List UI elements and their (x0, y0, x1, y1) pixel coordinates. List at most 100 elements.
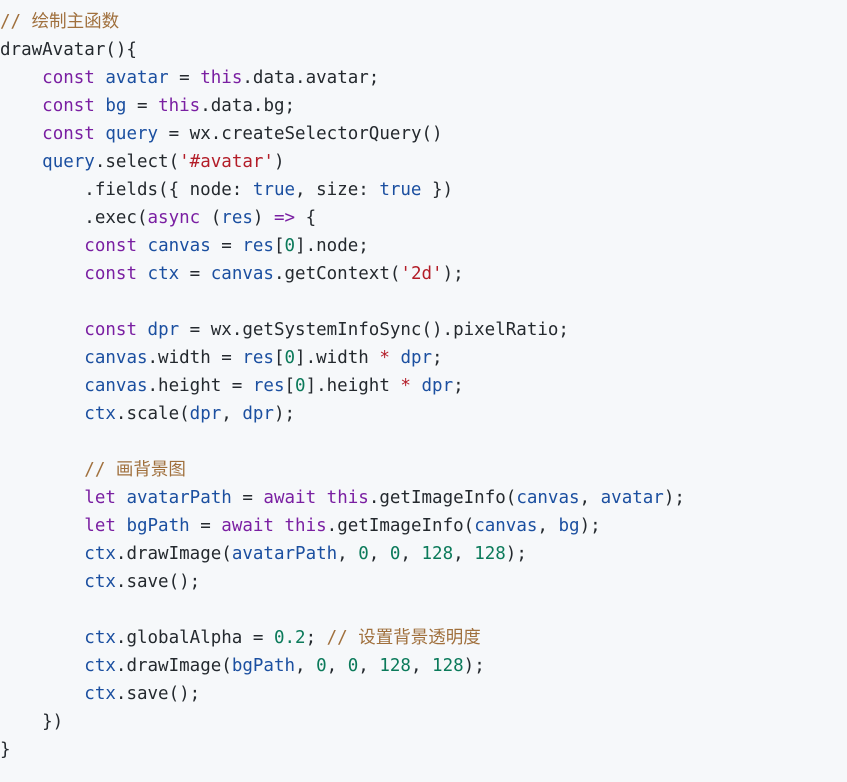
code-line: const dpr = wx.getSystemInfoSync().pixel… (0, 316, 847, 344)
code-token: avatarPath (231, 544, 338, 564)
code-token: const (84, 264, 137, 284)
code-token (274, 516, 285, 536)
code-token: await (221, 516, 274, 536)
code-token: bg (105, 96, 127, 116)
code-token: 128 (421, 544, 454, 564)
code-token: ctx (84, 684, 116, 704)
code-line: canvas.width = res[0].width * dpr; (0, 344, 847, 372)
code-token: // 绘制主函数 (0, 12, 120, 32)
code-token: ( (200, 208, 222, 228)
code-token: ; (305, 628, 327, 648)
code-token: = (179, 264, 211, 284)
code-token: const (84, 236, 137, 256)
code-line: ctx.drawImage(bgPath, 0, 0, 128, 128); (0, 652, 847, 680)
code-token: let (84, 488, 116, 508)
code-token (95, 68, 106, 88)
code-token: query (105, 124, 159, 144)
code-token (116, 516, 127, 536)
code-token: const (84, 320, 137, 340)
code-token: = (168, 68, 201, 88)
code-token: , (368, 544, 390, 564)
code-token: , size: (295, 180, 380, 200)
code-line: let avatarPath = await this.getImageInfo… (0, 484, 847, 512)
code-token: 128 (379, 656, 411, 676)
code-token: 0 (389, 544, 401, 564)
code-line: }) (0, 708, 847, 736)
code-token: , (579, 488, 601, 508)
code-token: const (42, 96, 95, 116)
code-token (0, 376, 84, 396)
code-line: // 画背景图 (0, 456, 847, 484)
code-lines: // 绘制主函数 drawAvatar(){ const avatar = thi… (0, 8, 847, 764)
code-token: true (252, 180, 296, 200)
code-token: canvas (84, 376, 148, 396)
code-token: 0 (347, 656, 359, 676)
code-token: 128 (432, 656, 464, 676)
code-token (95, 96, 106, 116)
code-token: .select( (94, 152, 180, 172)
code-token (137, 320, 148, 340)
code-token: , (221, 404, 243, 424)
code-token: * (400, 376, 411, 396)
code-line: drawAvatar(){ (0, 36, 847, 64)
code-token (95, 124, 106, 144)
code-token: } (0, 740, 11, 760)
code-token (316, 488, 327, 508)
code-token: ); (463, 656, 485, 676)
code-line: ctx.drawImage(avatarPath, 0, 0, 128, 128… (0, 540, 847, 568)
code-token: * (379, 348, 390, 368)
code-token: this (200, 68, 243, 88)
code-token: ].height (305, 376, 401, 396)
code-token (0, 516, 84, 536)
code-token: ctx (84, 656, 116, 676)
code-token: avatarPath (126, 488, 232, 508)
code-line: query.select('#avatar') (0, 148, 847, 176)
code-token: = (126, 96, 159, 116)
code-token: { (295, 208, 317, 228)
code-token: canvas (516, 488, 580, 508)
code-token: , (337, 544, 359, 564)
code-token: ; (453, 376, 464, 396)
code-token (0, 656, 84, 676)
code-token: bg (558, 516, 580, 536)
code-token: canvas (84, 348, 148, 368)
code-token: , (295, 656, 317, 676)
code-token (0, 152, 42, 172)
code-token: this (284, 516, 327, 536)
code-token: , (358, 656, 380, 676)
code-token: }) (421, 180, 454, 200)
code-token: .globalAlpha = (115, 628, 274, 648)
code-token: await (263, 488, 317, 508)
code-token: '2d' (400, 264, 443, 284)
code-token: [ (273, 236, 285, 256)
code-token: dpr (189, 404, 222, 424)
code-token: .getImageInfo( (326, 516, 475, 536)
code-token (0, 68, 42, 88)
code-line: let bgPath = await this.getImageInfo(can… (0, 512, 847, 540)
code-token (116, 488, 127, 508)
code-line (0, 288, 847, 316)
code-token: canvas (147, 236, 211, 256)
code-token: .width = (147, 348, 243, 368)
code-token: avatar (600, 488, 664, 508)
code-token (0, 404, 84, 424)
code-token: bgPath (126, 516, 190, 536)
code-token: dpr (242, 404, 274, 424)
code-token: .exec( (0, 208, 148, 228)
code-token: .save(); (115, 572, 201, 592)
code-token: .getImageInfo( (368, 488, 517, 508)
code-token: res (242, 236, 274, 256)
code-line: // 绘制主函数 (0, 8, 847, 36)
code-token (0, 96, 42, 116)
code-token: ctx (84, 572, 116, 592)
code-token: => (273, 208, 296, 228)
code-token: res (242, 348, 274, 368)
code-token: ); (273, 404, 296, 424)
code-token (0, 460, 84, 480)
code-token: '#avatar' (179, 152, 274, 172)
code-line: const canvas = res[0].node; (0, 232, 847, 260)
code-token: ].node; (295, 236, 369, 256)
code-token: dpr (421, 376, 454, 396)
code-token: , (410, 656, 433, 676)
